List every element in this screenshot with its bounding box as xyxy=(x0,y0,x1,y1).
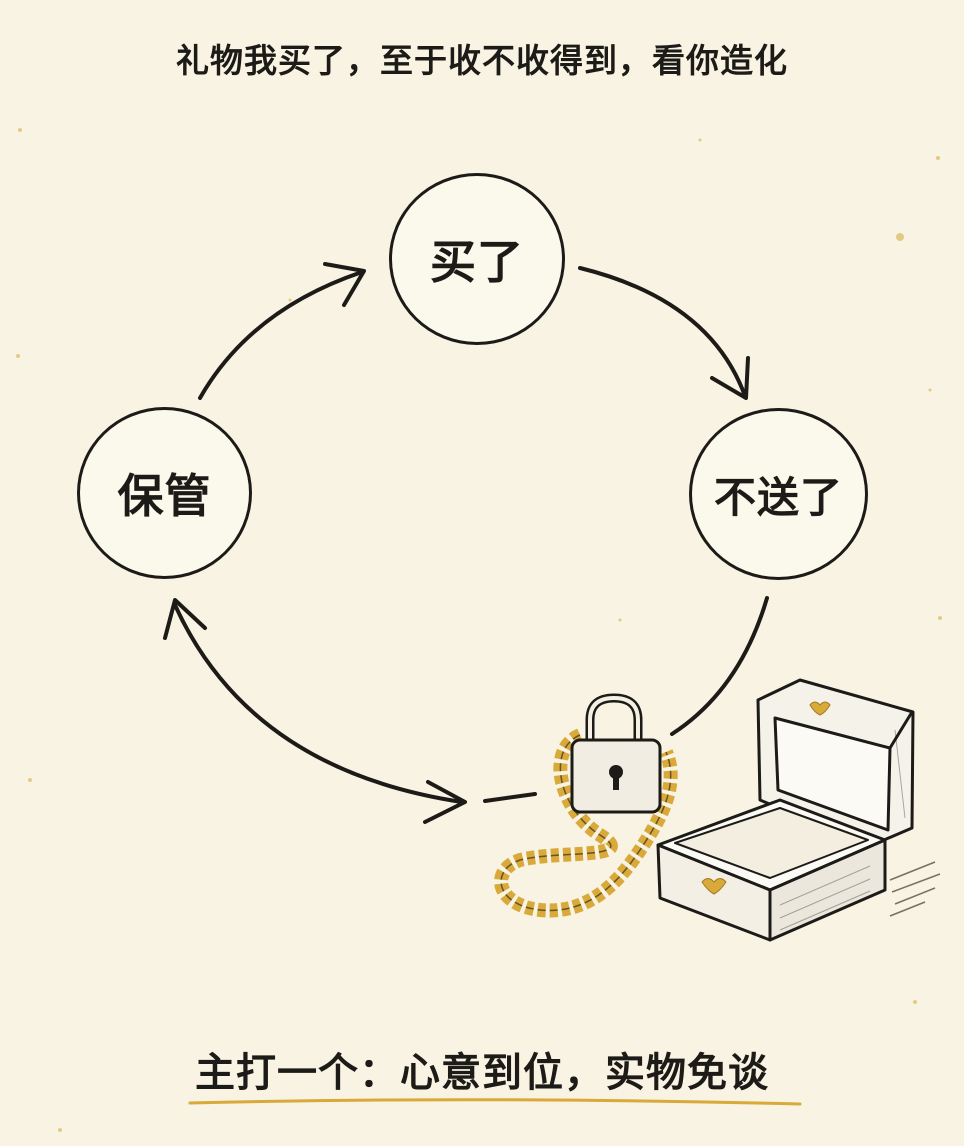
page-title: 礼物我买了，至于收不收得到，看你造化 xyxy=(176,41,788,80)
arrow-keep-lock-bidirectional xyxy=(163,598,537,824)
gold-chain-icon xyxy=(494,728,678,918)
arrow-buy-to-nosend xyxy=(578,266,750,400)
arrow-keep-to-buy xyxy=(198,262,366,400)
node-no-send: 不送了 xyxy=(689,408,868,580)
open-gift-box-icon xyxy=(656,678,941,942)
node-buy: 买了 xyxy=(389,173,565,345)
footer-underline xyxy=(188,1098,802,1106)
node-keep: 保管 xyxy=(77,407,252,579)
footer-slogan: 主打一个：心意到位，实物免谈 xyxy=(195,1050,769,1096)
arrow-nosend-to-lock xyxy=(670,596,769,736)
paper-speckles xyxy=(16,128,942,1132)
padlock-icon xyxy=(570,693,662,814)
